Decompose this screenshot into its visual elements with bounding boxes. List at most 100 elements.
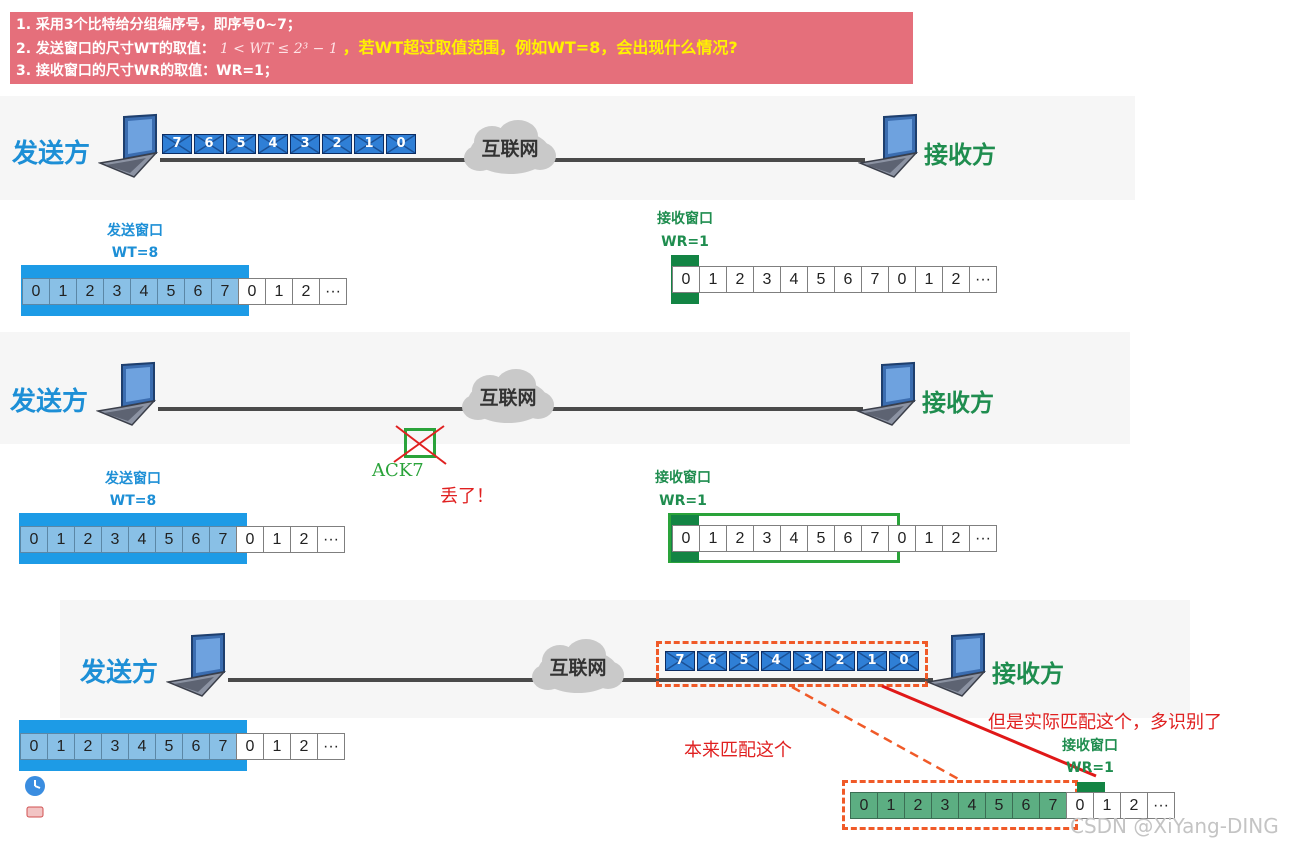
- internet-label-2: 互联网: [479, 387, 537, 409]
- packet-number: 1: [867, 653, 877, 668]
- sequence-cell: 2: [74, 733, 102, 760]
- packet-envelope: 7: [162, 134, 192, 154]
- recv-window-size-3: WR=1: [1066, 760, 1114, 776]
- packet-envelope: 5: [729, 651, 759, 671]
- sequence-cell: 4: [958, 792, 986, 819]
- sequence-cell: 7: [861, 266, 889, 293]
- internet-cloud-1: 互联网: [462, 118, 558, 180]
- packet-number: 5: [236, 136, 246, 151]
- packet-envelope: 3: [290, 134, 320, 154]
- receiver-label-2: 接收方: [922, 389, 994, 417]
- packet-number: 0: [899, 653, 909, 668]
- watermark: CSDN @XiYang-DING: [1070, 814, 1279, 838]
- sequence-cell: ···: [319, 278, 347, 305]
- sequence-cell: 6: [1012, 792, 1040, 819]
- clock-icon[interactable]: [24, 775, 46, 797]
- sender-laptop-icon: [166, 632, 227, 697]
- packet-number: 2: [332, 136, 342, 151]
- send-window-title-2: 发送窗口: [105, 471, 161, 487]
- packet-number: 3: [300, 136, 310, 151]
- sequence-cell: 4: [128, 733, 156, 760]
- ack-label: ACK7: [372, 460, 424, 481]
- rule-line-3: 3. 接收窗口的尺寸WR的取值：WR=1；: [16, 63, 278, 79]
- packet-envelope: 6: [194, 134, 224, 154]
- sender-label-3: 发送方: [80, 658, 159, 688]
- send-window-size-1: WT=8: [111, 245, 159, 261]
- cloud-icon: [532, 639, 624, 693]
- sequence-cell: 2: [1120, 792, 1148, 819]
- sequence-cell: 0: [1066, 792, 1094, 819]
- sender-label-2: 发送方: [10, 387, 89, 417]
- sequence-cell: 0: [22, 278, 50, 305]
- recv-window-title-1: 接收窗口: [657, 211, 713, 227]
- sequence-cell: 5: [985, 792, 1013, 819]
- sequence-cell: ···: [317, 526, 345, 553]
- internet-label-3: 互联网: [549, 657, 607, 679]
- recv-window-size-1: WR=1: [661, 234, 709, 250]
- sequence-cell: 2: [290, 733, 318, 760]
- send-window-title-1: 发送窗口: [107, 223, 163, 239]
- receiver-label-3: 接收方: [992, 660, 1064, 688]
- packet-envelope: 0: [386, 134, 416, 154]
- packet-number: 1: [364, 136, 374, 151]
- sequence-cell: 2: [726, 525, 754, 552]
- receiver-laptop-icon: [858, 113, 919, 178]
- packet-envelope: 1: [354, 134, 384, 154]
- rule-line-2-prefix: 2. 发送窗口的尺寸WT的取值：: [16, 41, 215, 57]
- packet-number: 7: [675, 653, 685, 668]
- packet-envelope: 3: [793, 651, 823, 671]
- rule-line-2-math: 1 < WT ≤ 2³ − 1: [219, 41, 338, 57]
- ack-packet-box: [404, 428, 436, 458]
- sequence-cell: 6: [182, 526, 210, 553]
- sequence-cell: 0: [236, 526, 264, 553]
- packet-envelope: 5: [226, 134, 256, 154]
- internet-cloud-3: 互联网: [530, 637, 626, 699]
- sequence-cell: ···: [1147, 792, 1175, 819]
- packet-envelope: 7: [665, 651, 695, 671]
- packet-number: 3: [803, 653, 813, 668]
- sender-laptop-icon: [96, 361, 157, 426]
- sequence-cell: 0: [850, 792, 878, 819]
- recv-window-marker-3: [1077, 782, 1105, 792]
- packet-envelope: 4: [258, 134, 288, 154]
- packet-number: 6: [204, 136, 214, 151]
- packet-number: 5: [739, 653, 749, 668]
- sequence-cell: 2: [942, 525, 970, 552]
- sequence-cell: 1: [263, 733, 291, 760]
- sequence-cell: 3: [931, 792, 959, 819]
- sequence-cell: 0: [888, 525, 916, 552]
- packet-number: 4: [771, 653, 781, 668]
- receiver-label-1: 接收方: [924, 141, 996, 169]
- lost-label: 丢了！: [440, 486, 494, 507]
- scene2-panel: [0, 332, 1130, 444]
- sequence-cell: 1: [915, 525, 943, 552]
- sequence-cell: 6: [834, 525, 862, 552]
- lost-cross-icon: [393, 425, 447, 465]
- sequence-cell: 0: [20, 526, 48, 553]
- sequence-cell: 4: [780, 525, 808, 552]
- sequence-cell: ···: [317, 733, 345, 760]
- packet-number: 0: [396, 136, 406, 151]
- packet-envelope: 0: [889, 651, 919, 671]
- keyboard-icon[interactable]: [26, 806, 44, 818]
- cloud-icon: [462, 369, 554, 423]
- sender-laptop-icon: [98, 113, 159, 178]
- sequence-cell: 3: [103, 278, 131, 305]
- rule-line-2: 2. 发送窗口的尺寸WT的取值： 1 < WT ≤ 2³ − 1 ，若WT超过取…: [16, 38, 738, 59]
- sequence-cell: 4: [128, 526, 156, 553]
- sequence-cell: 2: [76, 278, 104, 305]
- sequence-cell: 0: [236, 733, 264, 760]
- sequence-cell: 5: [807, 266, 835, 293]
- recv-window-title-3: 接收窗口: [1062, 738, 1118, 754]
- internet-label-1: 互联网: [481, 138, 539, 160]
- rule-line-1: 1. 采用3个比特给分组编序号，即序号0~7；: [16, 17, 301, 33]
- sequence-cell: 2: [290, 526, 318, 553]
- sequence-cell: 6: [184, 278, 212, 305]
- sequence-cell: 6: [182, 733, 210, 760]
- packet-number: 6: [707, 653, 717, 668]
